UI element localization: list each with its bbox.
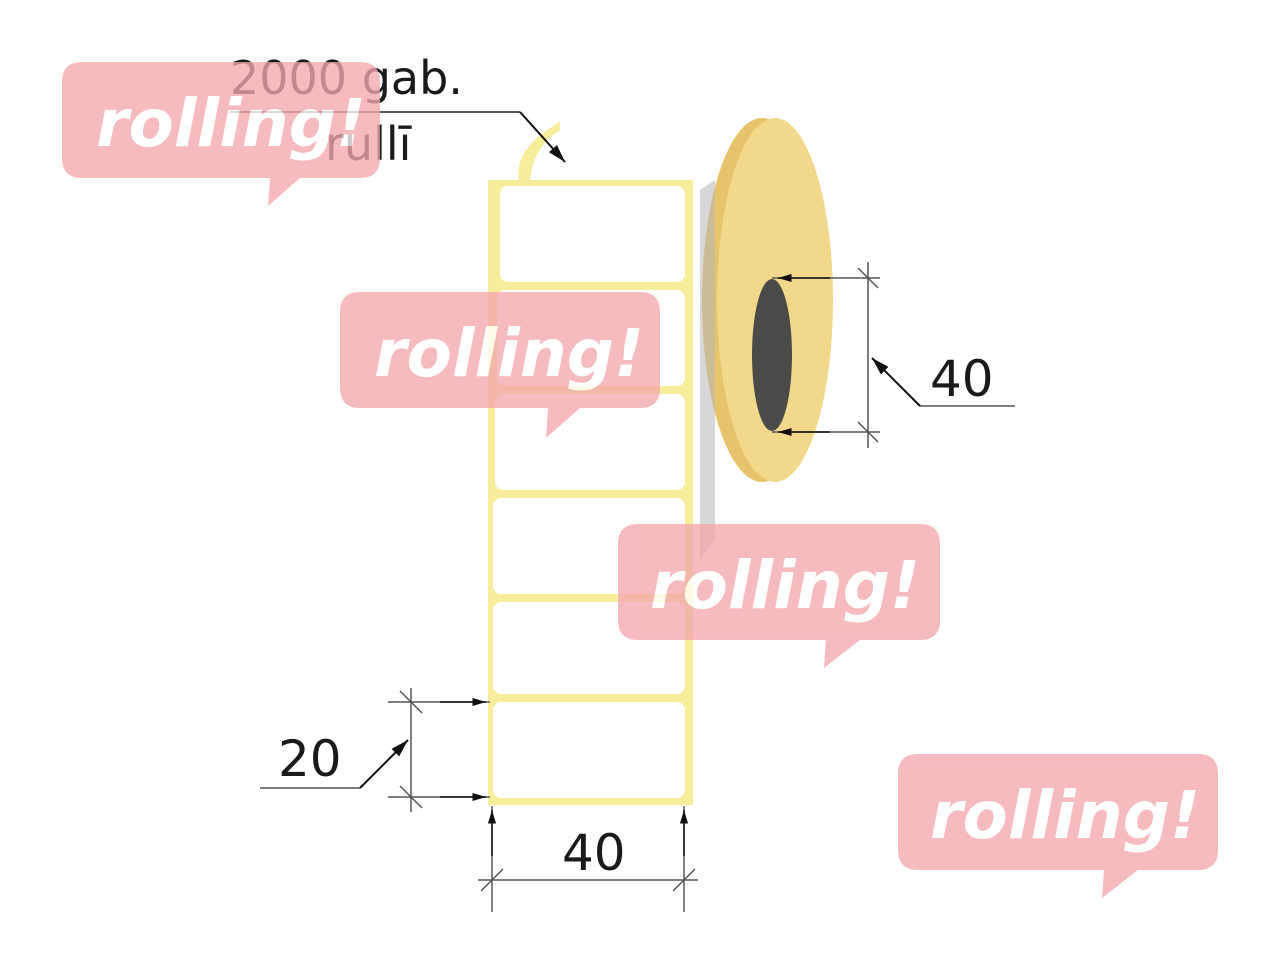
watermark-2: rolling!: [340, 292, 660, 438]
watermark-text: rolling!: [650, 547, 920, 624]
liner: [488, 180, 693, 805]
watermark-1: rolling!: [62, 62, 380, 206]
strip-curl: [518, 122, 560, 185]
watermark-3: rolling!: [618, 524, 940, 668]
label-6: [493, 702, 685, 798]
label-strip: [488, 122, 693, 805]
watermark-text: rolling!: [930, 777, 1200, 854]
core-hole: [752, 279, 792, 431]
core-diameter-value: 40: [930, 350, 994, 408]
watermark-text: rolling!: [374, 315, 644, 392]
watermark-4: rolling!: [898, 754, 1218, 898]
label-1: [500, 186, 685, 282]
label-height-dimension: 20: [260, 688, 490, 812]
label-width-dimension: 40: [478, 806, 698, 912]
label-height-value: 20: [278, 730, 342, 788]
label-3: [495, 394, 685, 490]
label-width-value: 40: [562, 824, 626, 882]
reel: [700, 118, 833, 560]
reel-shadow: [700, 180, 715, 560]
watermark-text: rolling!: [96, 85, 366, 162]
core-diameter-dimension: 40: [772, 262, 1015, 448]
